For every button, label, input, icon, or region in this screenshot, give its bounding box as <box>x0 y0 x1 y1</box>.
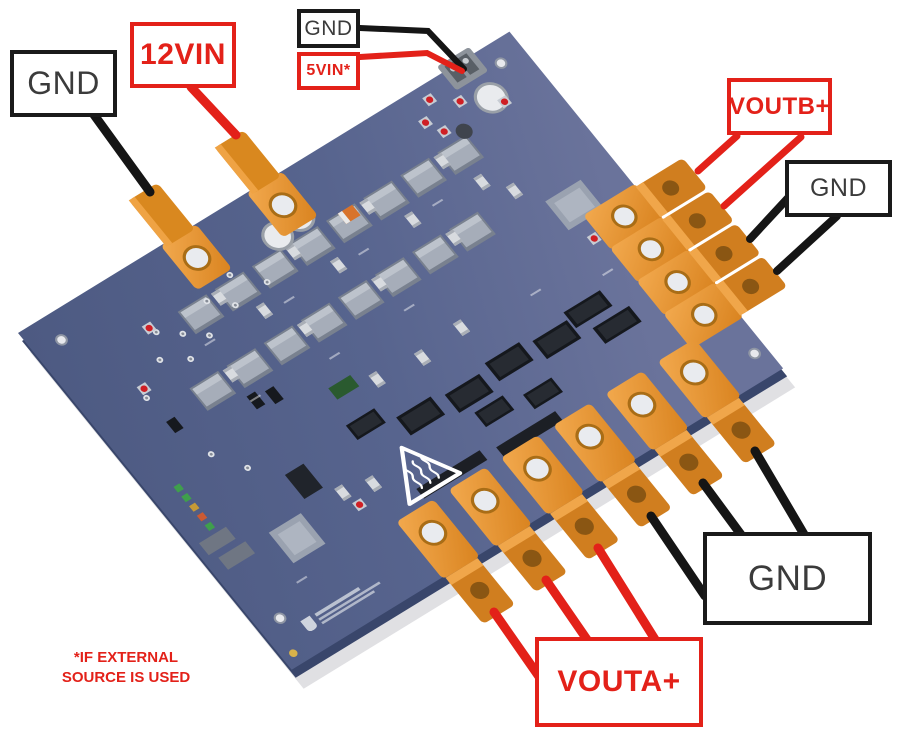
pcb-board <box>18 31 791 670</box>
ic <box>218 541 256 570</box>
gnd-aux-label-text: GND <box>304 16 353 40</box>
jumper <box>246 391 266 410</box>
12vin-label: 12VIN <box>130 22 236 88</box>
gnd-voutb-label: GND <box>785 160 892 217</box>
wire-12vin <box>186 82 241 140</box>
wire-vouta-3 <box>593 543 661 646</box>
ic <box>198 526 236 556</box>
wire-voutb-1 <box>694 132 741 175</box>
wire-gnd-right-1 <box>746 194 792 243</box>
gnd-voutb-label-text: GND <box>809 174 868 202</box>
footnote-line-1: *IF EXTERNAL <box>73 649 179 666</box>
jumper <box>166 416 184 434</box>
voutb-label: VOUTB+ <box>727 78 832 135</box>
footnote-line-2: SOURCE IS USED <box>61 668 191 686</box>
vouta-label-text: VOUTA+ <box>557 665 681 698</box>
gnd-input-label: GND <box>10 50 117 117</box>
gnd-vouta-label-text: GND <box>747 558 828 598</box>
led-array <box>173 483 216 531</box>
hot-surface-warning-icon <box>399 445 463 506</box>
jumper <box>264 386 284 405</box>
power-ic <box>545 179 604 231</box>
12vin-label-text: 12VIN <box>140 38 226 71</box>
black-strip <box>496 411 563 457</box>
5vin-label-text: 5VIN* <box>306 62 351 79</box>
wire-gnd-bottom-1 <box>646 511 710 601</box>
gnd-vouta-label: GND <box>703 532 872 625</box>
tantalum-capacitor-stripe <box>337 211 351 224</box>
vouta-label: VOUTA+ <box>535 637 703 727</box>
silkscreen-marks <box>204 198 614 584</box>
gnd-input-label-text: GND <box>27 65 100 101</box>
wire-voutb-2 <box>720 133 805 210</box>
gnd-aux-label: GND <box>297 9 360 48</box>
external-source-footnote: *IF EXTERNAL SOURCE IS USED <box>36 648 216 687</box>
wire-5vin <box>357 49 465 74</box>
fiducial-dot <box>289 649 298 658</box>
wires <box>87 25 841 683</box>
main-controller-ic <box>268 513 326 564</box>
mounting-holes <box>55 57 761 624</box>
wire-vouta-2 <box>541 575 593 646</box>
wire-gnd-aux <box>357 25 467 72</box>
5vin-label: 5VIN* <box>297 52 360 90</box>
ti-logo <box>300 581 381 632</box>
wire-vouta-1 <box>489 607 545 683</box>
wire-gnd-input <box>87 107 155 197</box>
header-block <box>328 374 360 400</box>
wire-gnd-bottom-2 <box>698 478 747 541</box>
header-block <box>284 463 323 499</box>
pcb-surface <box>18 31 784 670</box>
wire-gnd-bottom-3 <box>750 446 810 541</box>
voutb-label-text: VOUTB+ <box>729 92 831 120</box>
wire-gnd-right-2 <box>773 212 841 275</box>
